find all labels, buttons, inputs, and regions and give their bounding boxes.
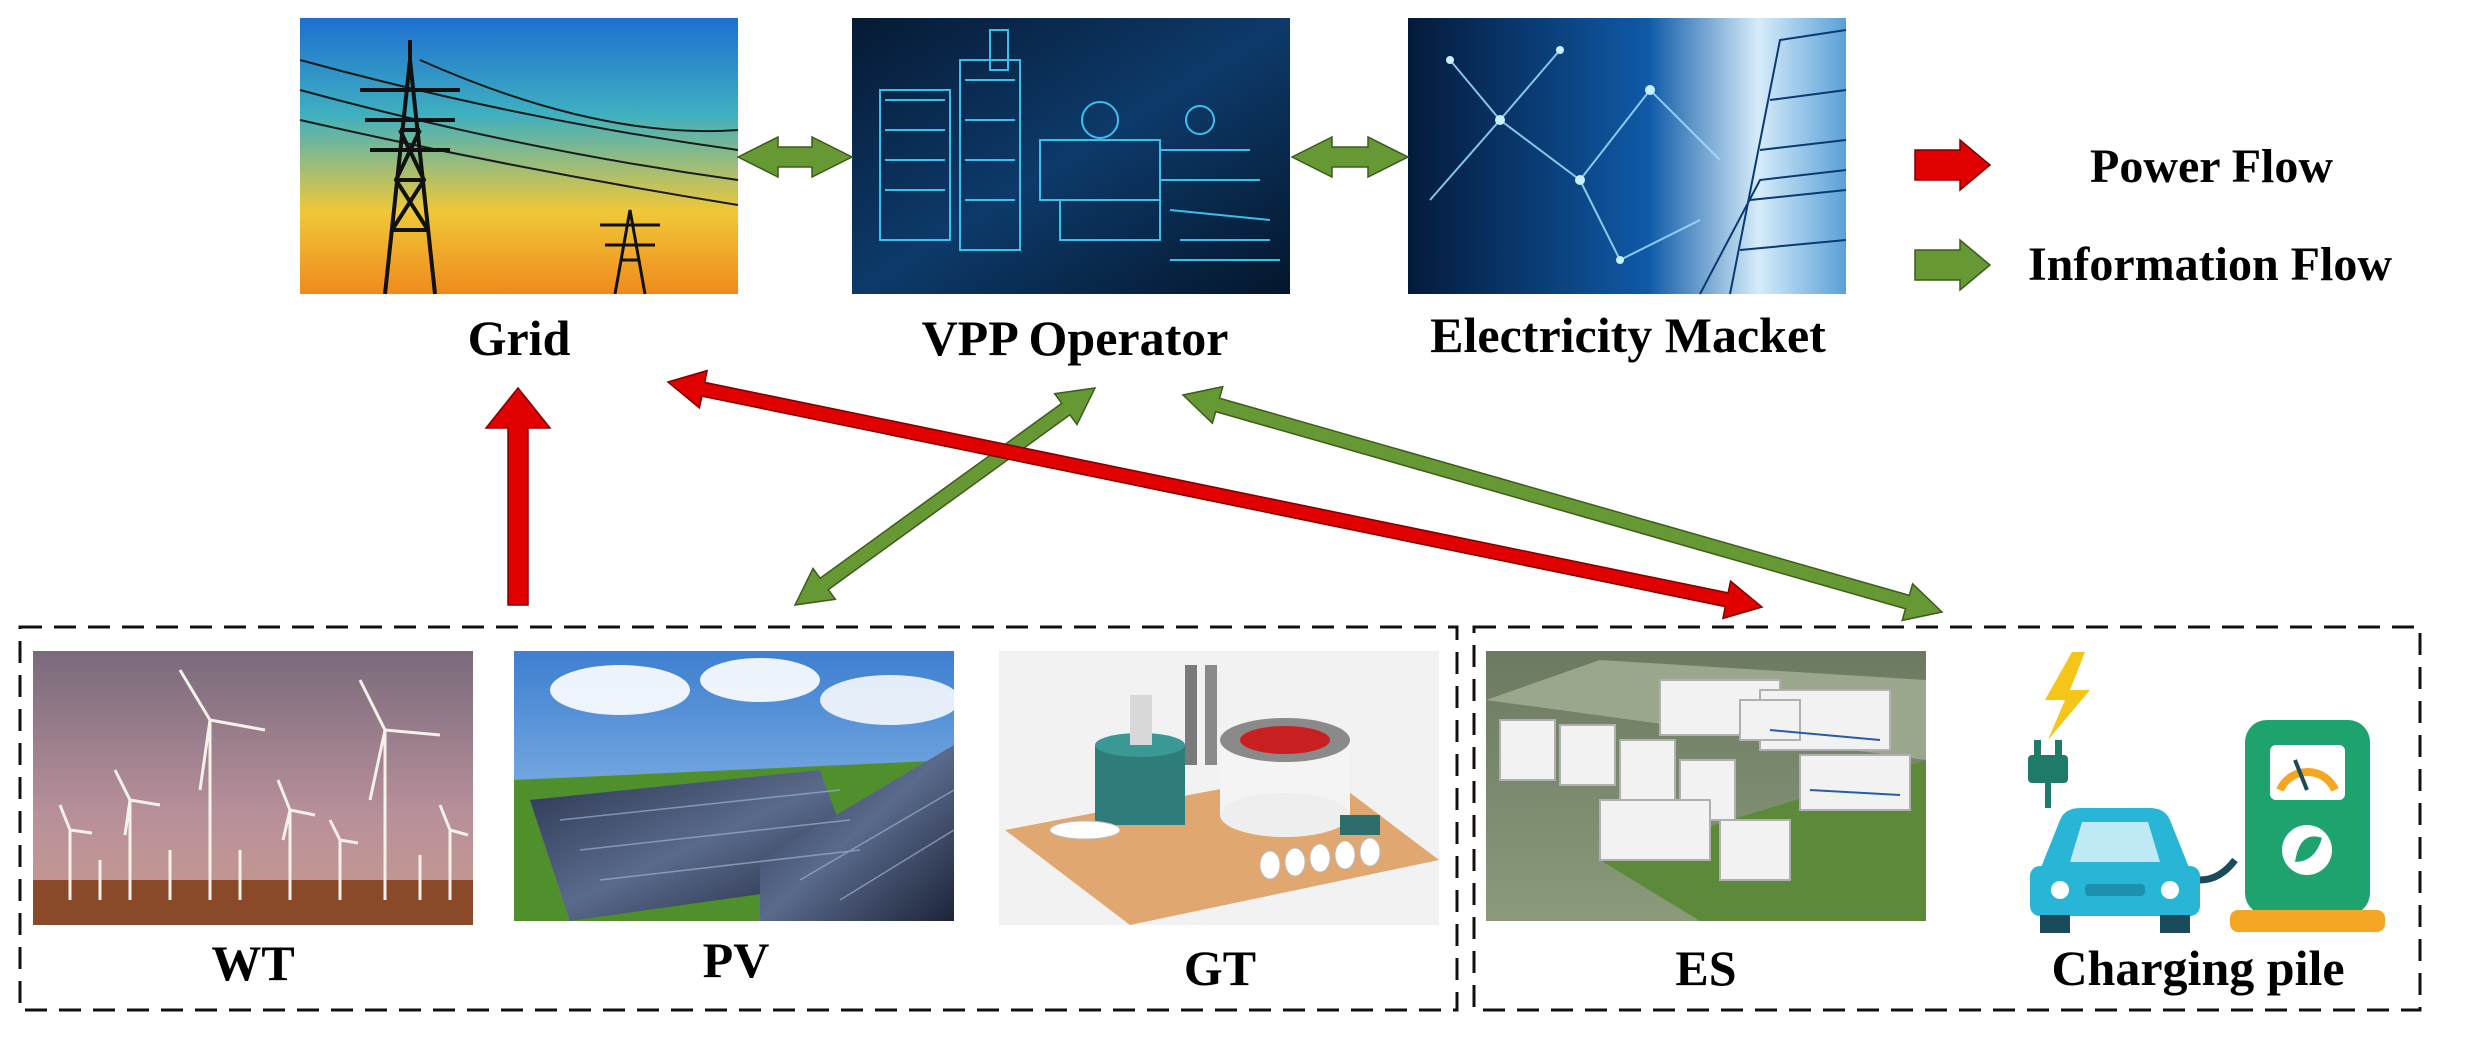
- power-flow-label: Power Flow: [2090, 140, 2333, 193]
- transmission-tower-photo: [299, 18, 739, 295]
- grid-node: Grid: [299, 18, 739, 366]
- generation-group-box: [18, 625, 1459, 1012]
- solar-panels-photo: [514, 651, 960, 921]
- grid-label: Grid: [468, 310, 571, 366]
- es-node: ES: [1486, 651, 1926, 996]
- gas-turbine-model-photo: [999, 651, 1439, 925]
- wt-node: WT: [33, 651, 473, 991]
- pv-node: PV: [514, 651, 960, 988]
- lightning-icon: [2045, 652, 2090, 740]
- information-flow-label: Information Flow: [2028, 238, 2392, 291]
- ev-charger-icon: [2028, 652, 2385, 933]
- wind-turbines-photo: [33, 651, 473, 925]
- diagonal-arrows: [666, 369, 1944, 622]
- legend: Power Flow Information Flow: [1914, 138, 2392, 292]
- power-arrow-wt-grid: [484, 386, 552, 606]
- power-flow-arrow-icon: [1914, 138, 1992, 192]
- gt-node: GT: [999, 651, 1439, 996]
- legend-power-flow: Power Flow: [1914, 138, 2333, 193]
- pv-label: PV: [703, 932, 770, 988]
- es-label: ES: [1675, 940, 1736, 996]
- electricity-market-node: Electricity Macket: [1408, 18, 1847, 363]
- electricity-market-label: Electricity Macket: [1430, 307, 1826, 363]
- charging-pile-label: Charging pile: [2051, 940, 2344, 996]
- vpp-operator-node: VPP Operator: [852, 18, 1290, 366]
- gt-label: GT: [1184, 940, 1256, 996]
- information-flow-arrow-icon: [1914, 238, 1992, 292]
- information-arrow-vpp-es: [1181, 385, 1944, 622]
- storage-charging-group-box: [1472, 625, 2422, 1012]
- battery-storage-photo: [1486, 651, 1926, 921]
- vpp-operator-label: VPP Operator: [922, 310, 1229, 366]
- information-arrow-grid-vpp: [736, 135, 854, 179]
- charging-pile-node: Charging pile: [2028, 652, 2385, 996]
- city-network-photo: [1408, 18, 1847, 295]
- information-arrow-vpp-market: [1290, 135, 1410, 179]
- power-plant-wireframe-photo: [852, 18, 1290, 294]
- legend-information-flow: Information Flow: [1914, 238, 2392, 292]
- wt-label: WT: [211, 935, 294, 991]
- power-arrow-grid-es: [666, 369, 1764, 620]
- information-arrow-pv-vpp: [793, 387, 1097, 606]
